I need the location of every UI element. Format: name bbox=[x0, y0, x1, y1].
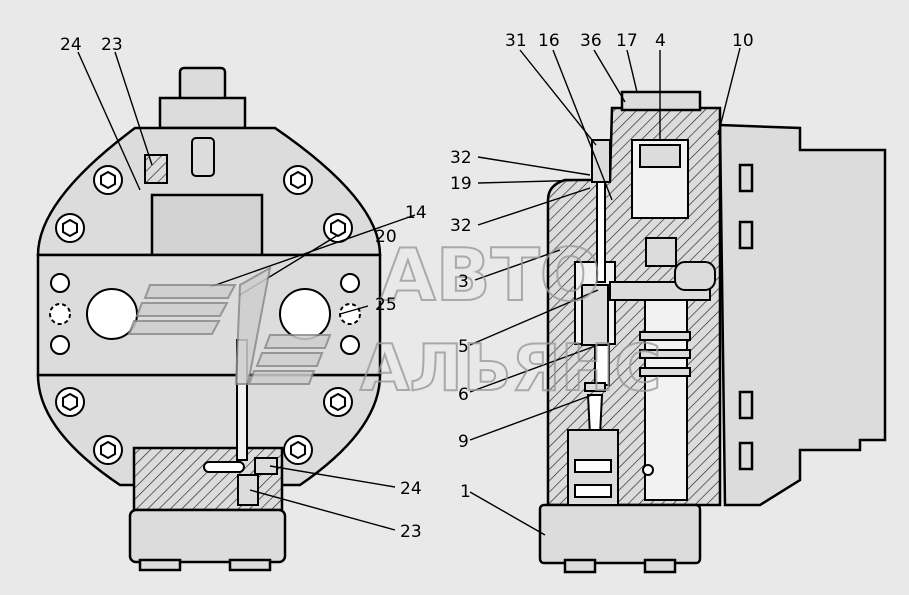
label-20: 20 bbox=[375, 227, 397, 247]
right-view-labels: 31 16 36 17 4 10 32 19 32 3 5 6 9 1 bbox=[450, 31, 754, 502]
label-32-upper: 32 bbox=[450, 148, 472, 168]
label-36: 36 bbox=[580, 31, 602, 51]
label-17: 17 bbox=[616, 31, 638, 51]
label-16: 16 bbox=[538, 31, 560, 51]
watermark-logo-icon bbox=[127, 266, 332, 385]
left-view-labels: 24 23 14 20 25 24 23 bbox=[60, 35, 427, 542]
left-view-fittings bbox=[144, 137, 278, 506]
watermark-line2: АЛЬЯНС bbox=[360, 332, 661, 406]
label-10: 10 bbox=[732, 31, 754, 51]
label-24-bottom: 24 bbox=[400, 479, 422, 499]
label-5: 5 bbox=[458, 337, 469, 357]
label-6: 6 bbox=[458, 385, 469, 405]
label-32-lower: 32 bbox=[450, 216, 472, 236]
label-23-top: 23 bbox=[101, 35, 123, 55]
label-31: 31 bbox=[505, 31, 527, 51]
watermark-line1: АВТО bbox=[380, 233, 601, 317]
label-19: 19 bbox=[450, 174, 472, 194]
label-9: 9 bbox=[458, 432, 469, 452]
label-25: 25 bbox=[375, 295, 397, 315]
label-23-bottom: 23 bbox=[400, 522, 422, 542]
leader-lines bbox=[77, 47, 741, 536]
right-view-internals bbox=[567, 139, 716, 506]
label-4: 4 bbox=[655, 31, 666, 51]
label-14: 14 bbox=[405, 203, 427, 223]
label-1: 1 bbox=[460, 482, 471, 502]
label-24-top: 24 bbox=[60, 35, 82, 55]
label-3: 3 bbox=[458, 272, 469, 292]
watermark: АВТО АЛЬЯНС bbox=[127, 232, 662, 407]
